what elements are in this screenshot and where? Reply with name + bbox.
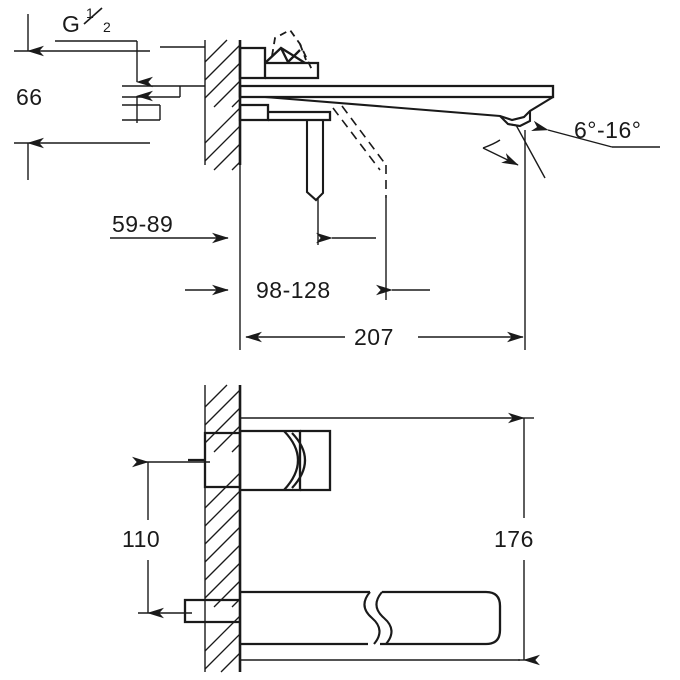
dim-spout-length-207 [245,130,526,350]
dim-wall-depth-59-89 [110,165,241,350]
thread-letter: G [62,11,80,37]
label-spout-length: 207 [354,324,394,350]
label-total-height: 176 [494,526,534,552]
label-thread-spec: G 1 2 [62,5,111,37]
thread-numerator: 1 [86,5,94,21]
valve-stem-upper [305,120,325,202]
lower-view-group [183,384,520,673]
dim-projection-98-128 [185,198,430,300]
dim-angle-leaders [482,120,660,179]
lever-handle-open-dashed [271,28,314,73]
body-outline-lower [240,417,520,661]
dim-handle-height-110 [131,456,210,619]
swivel-range-dashed [332,105,387,198]
handle-assembly-lower [188,429,332,492]
lower-dimension-labels: 110 176 [122,526,534,552]
handle-lever-arc [283,430,306,491]
lever-handle-upper [264,46,306,64]
thread-denominator: 2 [103,19,111,35]
label-projection: 98-128 [256,277,331,303]
label-inlet-spacing: 66 [16,84,43,110]
label-wall-depth: 59-89 [112,211,173,237]
dim-inlet-spacing-66 [14,14,150,180]
wall-hatching-upper [204,39,241,171]
label-handle-height: 110 [122,526,160,552]
dim-thread-leader [55,40,205,123]
upper-view-group [204,28,555,202]
upper-dimensions-group [14,14,660,350]
dim-total-height-176 [507,412,541,666]
aerator-detail [507,116,525,127]
upper-dimension-labels: 66 G 1 2 59-89 98-128 207 6°-16° [16,5,641,350]
lower-dimensions-group [131,412,541,666]
label-spray-angle: 6°-16° [574,117,641,143]
wall-hatching-lower [204,384,241,673]
spout-lower-view [183,590,502,646]
